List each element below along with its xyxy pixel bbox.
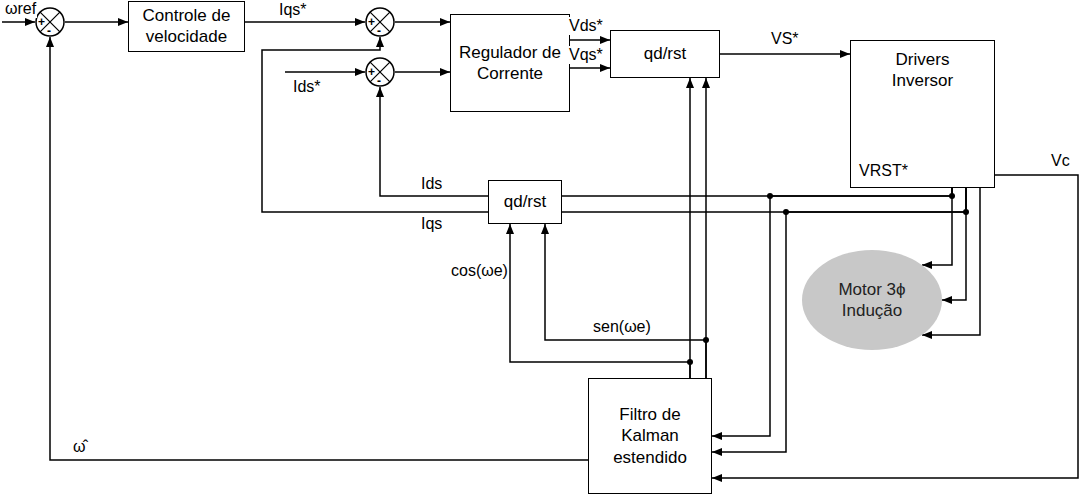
transform-box: qd/rst [488,180,562,224]
signal-line [245,21,365,23]
signal-line [545,224,706,378]
signal-name: ωref [4,0,37,18]
signal-name: Vds* [568,17,604,35]
signal-line [712,188,952,436]
sign-text: + [38,16,45,28]
signal-line [395,71,450,73]
signal-name: VRST* [858,162,909,180]
signal-line [705,78,707,378]
process-box: Controle de velocidade [128,1,245,52]
signal-line [570,67,610,69]
signal-line [562,188,952,196]
input-wire [285,71,365,73]
signal-name: cos(ωe) [450,262,509,280]
node-text: Drivers Inversor [877,49,969,92]
signal-name: Iqs* [278,1,308,19]
signal-line [562,188,966,212]
node-text: Motor 3ϕ Indução [827,279,917,322]
signal-line [570,39,610,41]
text-group: qd/rst [504,191,547,212]
signal-line [689,78,691,378]
text-group: Motor 3ϕ Indução [827,279,917,322]
sign-text: + [368,16,375,28]
process-box: Regulador de Corrente [450,14,570,112]
text-group: Drivers Inversor [877,49,969,92]
signal-name: Iqs [420,215,443,233]
sign-text: - [377,75,381,87]
sign-text: + [368,66,375,78]
signal-line [922,188,952,265]
signal-name: sen(ωe) [592,318,652,336]
text-group: Controle de velocidade [129,5,244,48]
summing-junction: +- [365,57,395,87]
text-group: qd/rst [644,43,687,64]
motor-shape: Motor 3ϕ Indução [802,250,942,350]
node-text: Controle de velocidade [129,5,244,48]
node-text: qd/rst [644,43,687,64]
signal-name: Ids [420,175,443,193]
signal-line [510,224,690,378]
signal-line [720,53,850,55]
signal-line [712,188,966,452]
node-text: qd/rst [504,191,547,212]
signal-line [942,188,966,300]
signal-line [395,21,450,23]
signal-name: Ids* [292,78,322,96]
node-text: Filtro de Kalman estendido [600,404,700,468]
signal-line [712,175,1078,478]
sign-text: - [47,25,51,37]
signal-name: VS* [770,30,800,48]
estimator-box: Filtro de Kalman estendido [588,378,712,494]
signal-line [65,21,128,23]
input-wire [2,21,35,23]
sign-text: - [377,25,381,37]
signal-name: ω̂ [72,438,87,456]
signal-name: Vqs* [568,46,604,64]
summing-junction: +- [365,7,395,37]
text-group: Filtro de Kalman estendido [600,404,700,468]
signal-name: Vc [1050,152,1071,170]
transform-box: qd/rst [610,30,720,78]
junction-dots [687,193,969,365]
text-group: Regulador de Corrente [451,42,569,85]
summing-junction: +- [35,7,65,37]
node-text: Regulador de Corrente [451,42,569,85]
motor-outline [802,250,942,350]
